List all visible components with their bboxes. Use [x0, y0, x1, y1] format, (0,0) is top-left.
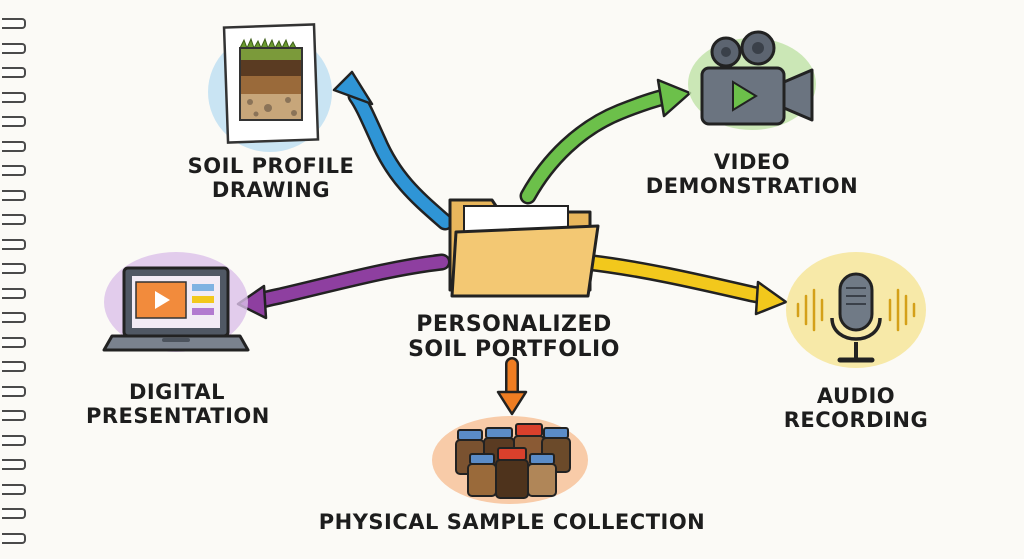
node-label-physical: PHYSICAL SAMPLE COLLECTION — [312, 510, 712, 534]
spiral-ring — [2, 336, 26, 348]
audio-label-line2: RECORDING — [783, 408, 929, 433]
spiral-ring — [2, 238, 26, 250]
center-label-line1: PERSONALIZED — [416, 312, 612, 337]
arrow-soil-profile — [332, 70, 454, 231]
spiral-ring — [2, 385, 26, 397]
laptop-icon — [102, 252, 250, 352]
node-label-audio: AUDIO RECORDING — [776, 384, 936, 432]
spiral-ring — [2, 532, 26, 544]
center-label-line2: SOIL PORTFOLIO — [408, 337, 620, 363]
video-camera-icon — [688, 30, 816, 130]
spiral-ring — [2, 18, 26, 29]
spiral-ring — [2, 263, 26, 274]
spiral-ring — [2, 189, 26, 201]
arrow-audio — [576, 253, 788, 316]
video-label-line1: VIDEO — [713, 150, 791, 174]
spiral-ring — [2, 67, 26, 78]
spiral-binding — [0, 0, 30, 559]
folder-icon — [448, 198, 600, 298]
arrow-digital — [236, 253, 451, 320]
spiral-ring — [2, 140, 26, 152]
digital-label-line1: DIGITAL — [128, 380, 226, 404]
node-label-video: VIDEO DEMONSTRATION — [642, 150, 862, 198]
soil-profile-label-line2: DRAWING — [211, 178, 331, 203]
physical-label-line1: PHYSICAL SAMPLE COLLECTION — [318, 510, 706, 534]
spiral-ring — [2, 165, 26, 176]
node-label-digital: DIGITAL PRESENTATION — [86, 380, 270, 429]
spiral-ring — [2, 434, 26, 446]
spiral-ring — [2, 214, 26, 225]
arrow-physical — [496, 357, 528, 416]
soil-profile-label-line1: SOIL PROFILE — [187, 154, 355, 178]
spiral-ring — [2, 312, 26, 323]
node-label-soil-profile: SOIL PROFILE DRAWING — [176, 154, 366, 202]
spiral-ring — [2, 287, 26, 299]
audio-label-line1: AUDIO — [816, 384, 896, 408]
video-label-line2: DEMONSTRATION — [645, 174, 859, 199]
center-label: PERSONALIZED SOIL PORTFOLIO — [398, 312, 630, 363]
spiral-ring — [2, 361, 26, 372]
spiral-ring — [2, 459, 26, 470]
spiral-ring — [2, 483, 26, 495]
spiral-ring — [2, 91, 26, 103]
spiral-ring — [2, 508, 26, 519]
spiral-ring — [2, 410, 26, 421]
spiral-ring — [2, 116, 26, 127]
arrow-video — [519, 78, 692, 205]
microphone-icon — [786, 252, 926, 368]
spiral-ring — [2, 42, 26, 54]
sample-jars-icon — [432, 416, 588, 504]
digital-label-line2: PRESENTATION — [86, 404, 270, 429]
soil-profile-drawing-icon — [208, 23, 332, 152]
